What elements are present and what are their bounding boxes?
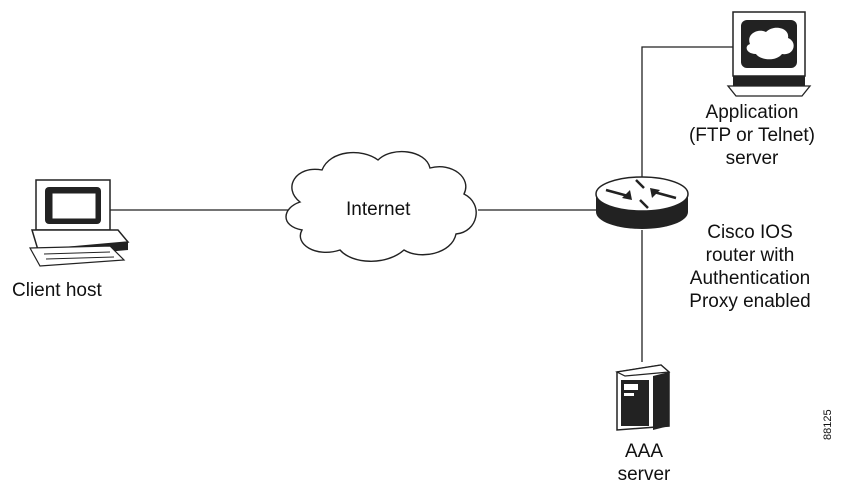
link-router-app-server — [641, 46, 733, 182]
app-server-label-line: (FTP or Telnet) — [688, 125, 815, 146]
application-server-icon — [726, 11, 812, 97]
figure-id: 88125 — [822, 409, 834, 440]
router-label-line: router with — [705, 245, 795, 266]
aaa-server-icon — [615, 364, 671, 431]
app-server-label-line: Application — [705, 102, 799, 123]
router-icon — [595, 176, 689, 229]
router-label-line: Cisco IOS — [707, 222, 793, 243]
aaa-server-label-line: AAA — [624, 441, 664, 462]
client-host-icon — [28, 179, 130, 267]
router-label-line: Proxy enabled — [689, 291, 811, 312]
internet-label: Internet — [346, 199, 411, 220]
internet-cloud-icon — [285, 150, 477, 262]
app-server-label-line: server — [725, 148, 779, 169]
app-server-label: Application (FTP or Telnet) server — [682, 101, 822, 170]
aaa-server-label: AAA server — [604, 440, 684, 486]
client-host-label: Client host — [12, 280, 102, 301]
router-label: Cisco IOS router with Authentication Pro… — [670, 221, 830, 313]
router-label-line: Authentication — [689, 268, 811, 289]
aaa-server-label-line: server — [617, 464, 671, 485]
